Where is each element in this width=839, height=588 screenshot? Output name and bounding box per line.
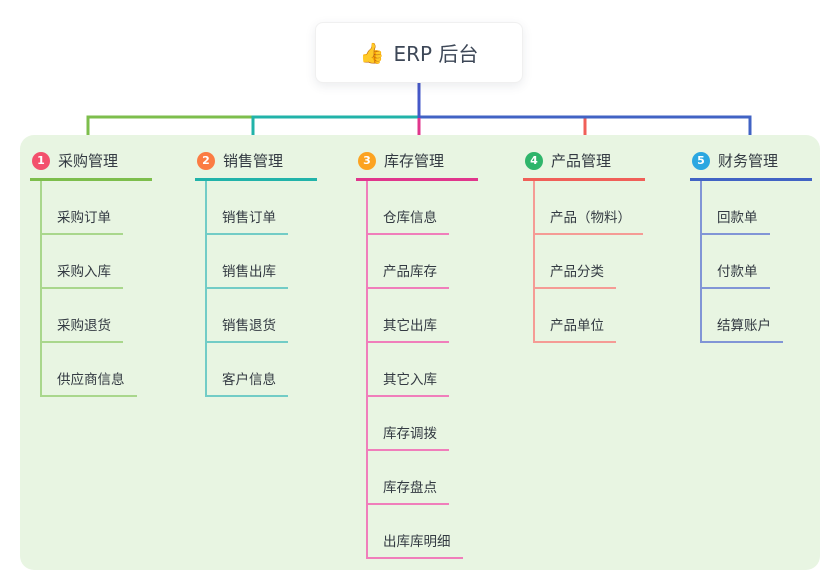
- leaf-label: 产品库存: [366, 260, 449, 289]
- branch-items: 仓库信息 产品库存 其它出库 其它入库 库存调拨 库存盘点 出库库明细: [356, 181, 488, 559]
- branch-items: 采购订单 采购入库 采购退货 供应商信息: [30, 181, 162, 397]
- branches-panel: [20, 135, 820, 570]
- root-node-title: ERP 后台: [393, 42, 479, 66]
- branch-label: 采购管理: [58, 152, 119, 170]
- branch-number-badge: 5: [692, 151, 710, 170]
- leaf-node[interactable]: 销售订单: [195, 181, 327, 235]
- branch-node-sales[interactable]: 2 销售管理: [195, 147, 317, 181]
- branch-label: 产品管理: [551, 152, 612, 170]
- branch-child-connector: [205, 181, 207, 395]
- leaf-node[interactable]: 结算账户: [690, 289, 822, 343]
- leaf-node[interactable]: 采购订单: [30, 181, 162, 235]
- leaf-label: 付款单: [700, 260, 770, 289]
- branch-product-management: 4 产品管理 产品（物料） 产品分类 产品单位: [523, 147, 655, 343]
- leaf-node[interactable]: 其它出库: [356, 289, 488, 343]
- leaf-label: 供应商信息: [40, 368, 137, 397]
- leaf-node[interactable]: 库存调拨: [356, 397, 488, 451]
- branch-label: 财务管理: [718, 152, 779, 170]
- leaf-node[interactable]: 其它入库: [356, 343, 488, 397]
- branch-node-inventory[interactable]: 3 库存管理: [356, 147, 478, 181]
- branch-number-badge: 4: [525, 151, 543, 170]
- branch-finance-management: 5 财务管理 回款单 付款单 结算账户: [690, 147, 822, 343]
- branch-child-connector: [40, 181, 42, 395]
- leaf-node[interactable]: 销售退货: [195, 289, 327, 343]
- branch-number-badge: 1: [32, 151, 50, 170]
- leaf-label: 客户信息: [205, 368, 288, 397]
- leaf-label: 仓库信息: [366, 206, 449, 235]
- leaf-node[interactable]: 销售出库: [195, 235, 327, 289]
- branch-child-connector: [366, 181, 368, 557]
- branch-items: 产品（物料） 产品分类 产品单位: [523, 181, 655, 343]
- leaf-label: 其它入库: [366, 368, 449, 397]
- leaf-label: 产品单位: [533, 314, 616, 343]
- leaf-label: 结算账户: [700, 314, 783, 343]
- leaf-node[interactable]: 出库库明细: [356, 505, 488, 559]
- branch-label: 销售管理: [223, 152, 284, 170]
- branch-inventory-management: 3 库存管理 仓库信息 产品库存 其它出库 其它入库 库存调拨 库存盘点 出库库…: [356, 147, 488, 559]
- leaf-node[interactable]: 采购入库: [30, 235, 162, 289]
- branch-node-purchase[interactable]: 1 采购管理: [30, 147, 152, 181]
- branch-items: 销售订单 销售出库 销售退货 客户信息: [195, 181, 327, 397]
- leaf-node[interactable]: 产品（物料）: [523, 181, 655, 235]
- leaf-node[interactable]: 付款单: [690, 235, 822, 289]
- leaf-label: 销售订单: [205, 206, 288, 235]
- leaf-node[interactable]: 采购退货: [30, 289, 162, 343]
- branch-purchase-management: 1 采购管理 采购订单 采购入库 采购退货 供应商信息: [30, 147, 162, 397]
- leaf-node[interactable]: 库存盘点: [356, 451, 488, 505]
- leaf-node[interactable]: 回款单: [690, 181, 822, 235]
- leaf-label: 采购入库: [40, 260, 123, 289]
- leaf-node[interactable]: 供应商信息: [30, 343, 162, 397]
- branch-label: 库存管理: [384, 152, 445, 170]
- leaf-node[interactable]: 产品库存: [356, 235, 488, 289]
- leaf-node[interactable]: 产品单位: [523, 289, 655, 343]
- branch-child-connector: [533, 181, 535, 341]
- branch-number-badge: 2: [197, 151, 215, 170]
- branch-number-badge: 3: [358, 151, 376, 170]
- leaf-label: 销售出库: [205, 260, 288, 289]
- leaf-label: 库存调拨: [366, 422, 449, 451]
- thumbs-up-icon: 👍: [359, 40, 385, 65]
- leaf-label: 库存盘点: [366, 476, 449, 505]
- leaf-label: 回款单: [700, 206, 770, 235]
- branch-node-product[interactable]: 4 产品管理: [523, 147, 645, 181]
- branch-items: 回款单 付款单 结算账户: [690, 181, 822, 343]
- branch-node-finance[interactable]: 5 财务管理: [690, 147, 812, 181]
- leaf-label: 采购订单: [40, 206, 123, 235]
- leaf-node[interactable]: 产品分类: [523, 235, 655, 289]
- leaf-label: 其它出库: [366, 314, 449, 343]
- leaf-node[interactable]: 仓库信息: [356, 181, 488, 235]
- branch-sales-management: 2 销售管理 销售订单 销售出库 销售退货 客户信息: [195, 147, 327, 397]
- leaf-label: 出库库明细: [366, 530, 463, 559]
- branch-child-connector: [700, 181, 702, 341]
- root-node-erp-backend[interactable]: 👍 ERP 后台: [315, 22, 523, 83]
- leaf-node[interactable]: 客户信息: [195, 343, 327, 397]
- leaf-label: 产品（物料）: [533, 206, 643, 235]
- leaf-label: 产品分类: [533, 260, 616, 289]
- leaf-label: 销售退货: [205, 314, 288, 343]
- leaf-label: 采购退货: [40, 314, 123, 343]
